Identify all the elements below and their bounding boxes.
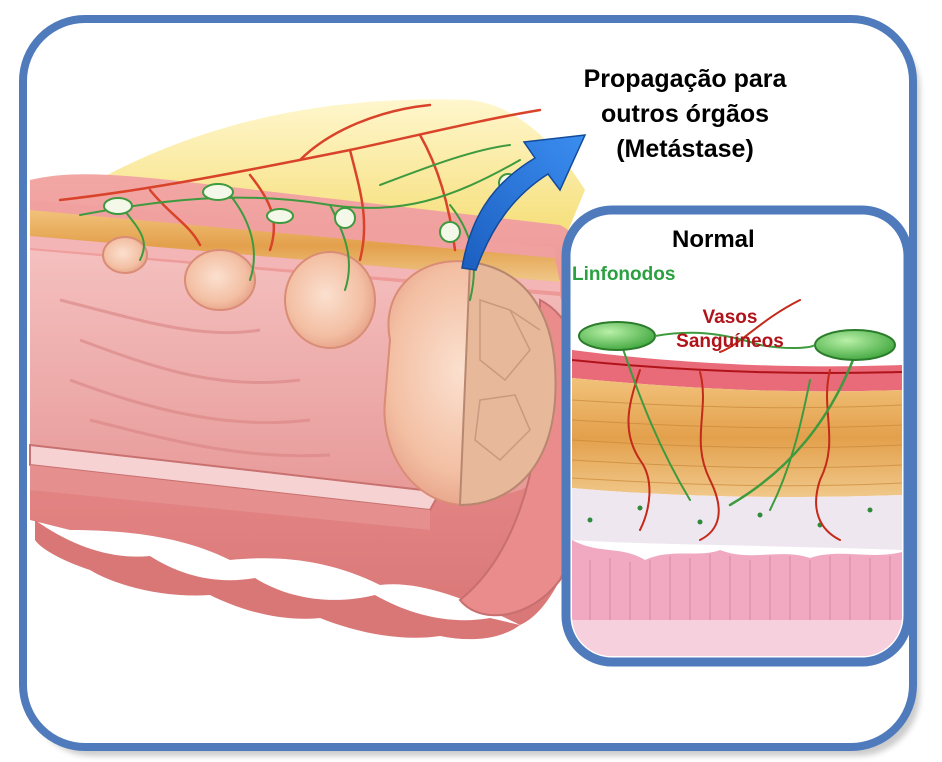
lymph-node [335, 208, 355, 228]
blood-vessels-label-line-1: Vasos [660, 306, 800, 330]
metastasis-label: Propagação para outros órgãos (Metástase… [520, 62, 850, 167]
inset-title: Normal [672, 226, 755, 254]
inset-submucosa [572, 488, 902, 550]
lymph-node [267, 209, 293, 223]
tumor-stage-3 [285, 252, 375, 348]
blood-vessels-label: Vasos Sanguíneos [660, 306, 800, 354]
lymph-node [203, 184, 233, 200]
metastasis-label-line-2: outros órgãos [520, 97, 850, 132]
metastasis-label-line-1: Propagação para [520, 62, 850, 97]
lymph-node [440, 222, 460, 242]
lymph-node [104, 198, 132, 214]
tumor-stage-1 [103, 237, 147, 273]
inset-lymph-node-left [579, 322, 655, 350]
inset-muscle-layer [572, 378, 902, 497]
inset-lymph-node-right [815, 330, 895, 360]
lymph-nodes-label: Linfonodos [572, 264, 675, 286]
tumor-stage-2 [185, 250, 255, 310]
metastasis-label-line-3: (Metástase) [520, 132, 850, 167]
blood-vessels-label-line-2: Sanguíneos [660, 330, 800, 354]
